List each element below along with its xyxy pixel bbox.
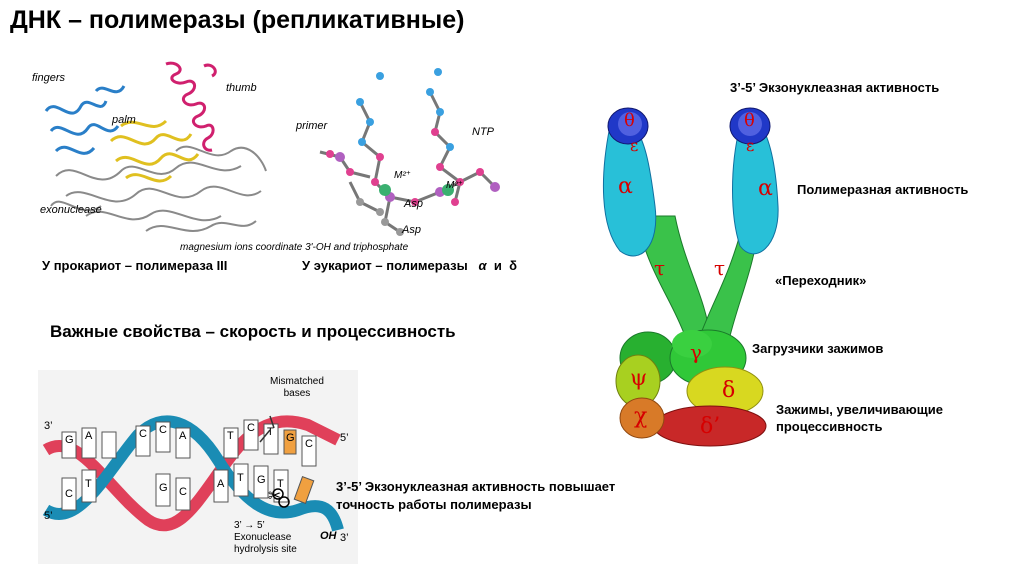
exonuclease-activity-label: 3’-5’ Экзонуклеазная активность <box>730 80 940 95</box>
base-letter: G <box>159 482 168 494</box>
end-3-top-left: 3’ <box>44 420 53 432</box>
mismatched-bases-label: Mismatched bases <box>270 376 324 400</box>
palm-label: palm <box>112 114 136 126</box>
polymerase-structure-image <box>44 61 267 232</box>
end-5-top-right: 5’ <box>340 432 349 444</box>
holoenzyme-shapes <box>602 107 779 447</box>
exo-line1: Exonuclease <box>234 532 292 543</box>
fingers-label: fingers <box>32 72 66 84</box>
base-letter: T <box>85 478 92 490</box>
exonuclease-label: exonuclease <box>40 204 102 216</box>
properties-heading: Важные свойства – скорость и процессивно… <box>50 322 456 341</box>
chi-label: χ <box>634 404 648 429</box>
ntp-label: NTP <box>472 126 494 138</box>
oh-label: OH <box>320 530 337 542</box>
adapter-label: «Переходник» <box>775 273 867 288</box>
base-letter: A <box>179 430 187 442</box>
theta-left-label: θ <box>624 110 635 131</box>
base-letter: T <box>227 430 234 442</box>
base-letter: C <box>179 486 187 498</box>
clamps-line2: процессивность <box>776 419 883 434</box>
clamp-loaders-label: Загрузчики зажимов <box>752 341 884 356</box>
eukaryote-text: У эукариот – полимеразы <box>302 258 468 273</box>
prokaryote-text: У прокариот – полимераза III <box>42 258 228 273</box>
exonuclease-site-label: 3’ → 5’ Exonuclease hydrolysis site <box>234 520 297 556</box>
active-site-image <box>319 68 500 236</box>
alpha-left-label: α <box>618 174 633 199</box>
active-site-caption: magnesium ions coordinate 3'-OH and trip… <box>180 242 409 253</box>
psi-label: ψ <box>630 366 648 391</box>
tau-right-label: τ <box>714 256 726 280</box>
gamma-label: γ <box>690 340 702 364</box>
delta-prime-label: δ’ <box>700 414 721 439</box>
exo-fidelity-line2: точность работы полимеразы <box>336 497 532 512</box>
primer-label: primer <box>296 120 328 132</box>
exo-line2: hydrolysis site <box>234 544 297 555</box>
delta-label: δ <box>722 378 736 403</box>
dna-helix-image <box>42 415 344 532</box>
scissors-icon: ✂ <box>268 488 282 505</box>
eukaryote-alpha: α <box>478 258 487 273</box>
eukaryote-and: и <box>493 258 502 273</box>
base-letter: C <box>65 488 73 500</box>
metal-ion-right-label: M²⁺ <box>446 180 463 191</box>
mismatched-line2: bases <box>283 388 311 399</box>
polymerase-activity-label: Полимеразная активность <box>797 182 969 197</box>
thumb-label: thumb <box>226 82 257 94</box>
base-letter: G <box>286 432 295 444</box>
base-letter: T <box>277 478 284 490</box>
base-letter: G <box>257 474 266 486</box>
exo-fidelity-line1: 3’-5’ Экзонуклеазная активность повышает <box>336 479 616 494</box>
polymerase-structure-figure: fingers thumb palm exonuclease <box>26 56 278 246</box>
base-letter: A <box>85 430 93 442</box>
end-3-bottom-right: 3’ <box>340 532 349 544</box>
base-letter: G <box>65 434 74 446</box>
theta-right-label: θ <box>744 110 755 131</box>
base-letter: C <box>247 422 255 434</box>
clamps-label: Зажимы, увеличивающие процессивность <box>776 401 943 435</box>
base-letter: C <box>139 428 147 440</box>
epsilon-left-label: ε <box>630 136 639 155</box>
mismatched-line1: Mismatched <box>270 376 324 387</box>
slide-title: ДНК – полимеразы (репликативные) <box>10 6 465 34</box>
eukaryote-line: У эукариот – полимеразы α и δ <box>302 258 517 273</box>
holoenzyme-diagram: θ ε θ ε α α τ τ γ ψ χ δ δ’ <box>590 96 780 456</box>
tau-left-label: τ <box>654 256 666 280</box>
eukaryote-delta: δ <box>509 258 517 273</box>
alpha-right-label: α <box>758 176 773 201</box>
end-5-bottom-left: 5’ <box>44 510 53 522</box>
clamps-line1: Зажимы, увеличивающие <box>776 402 943 417</box>
asp-label-1: Asp <box>404 198 423 210</box>
exo-fidelity-text: 3’-5’ Экзонуклеазная активность повышает… <box>336 478 615 514</box>
base-letter: C <box>305 438 313 450</box>
direction-label: 3’ → 5’ <box>234 520 265 531</box>
base-letter: A <box>217 478 225 490</box>
dna-proofreading-figure: G A C C A T C G T C C T G C A T G T Mism… <box>38 370 358 564</box>
base-letter: T <box>237 472 244 484</box>
base-letter: C <box>159 424 167 436</box>
active-site-figure: primer NTP M²⁺ M²⁺ Asp Asp magnesium ion… <box>180 62 530 256</box>
base-letter: T <box>267 426 274 438</box>
asp-label-2: Asp <box>402 224 421 236</box>
epsilon-right-label: ε <box>746 136 755 155</box>
metal-ion-left-label: M²⁺ <box>394 170 411 181</box>
